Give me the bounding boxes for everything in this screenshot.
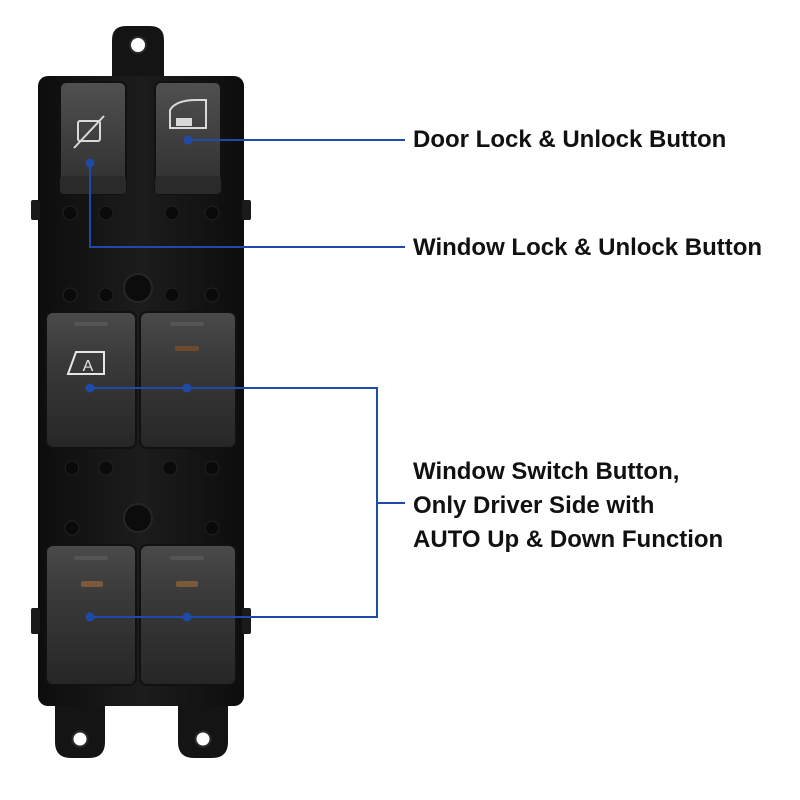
window-switch-front-left[interactable]: A (45, 311, 137, 449)
window-lock-icon (73, 115, 105, 149)
housing-boss-upper (123, 273, 153, 303)
window-lock-button[interactable] (59, 81, 127, 195)
side-clip-right-top (242, 200, 251, 220)
side-clip-left-bottom (31, 608, 40, 634)
door-lock-icon (169, 99, 207, 129)
door-lock-label: Door Lock & Unlock Button (413, 126, 727, 153)
window-switch-label-line-1: Window Switch Button, (413, 458, 680, 485)
housing-boss-lower (123, 503, 153, 533)
auto-window-icon: A (66, 351, 105, 375)
auto-window-letter: A (83, 358, 94, 375)
window-switch-indicator (176, 581, 198, 587)
callout-lines (89, 139, 405, 618)
callout-dots (85, 135, 193, 622)
window-lock-label: Window Lock & Unlock Button (413, 234, 763, 261)
housing-holes (62, 205, 220, 536)
window-switch-label-line-3: AUTO Up & Down Function (413, 526, 724, 553)
window-switch-front-right[interactable] (139, 311, 237, 449)
top-mounting-tab (112, 26, 164, 78)
side-clip-left-top (31, 200, 40, 220)
window-switch-indicator (175, 346, 199, 351)
bottom-mounting-tabs (55, 700, 228, 758)
window-switch-label-line-2: Only Driver Side with (413, 492, 655, 519)
window-switch-indicator (81, 581, 103, 587)
side-clip-right-bottom (242, 608, 251, 634)
window-switch-label: Window Switch Button, Only Driver Side w… (413, 455, 723, 557)
callout-window-lock (89, 163, 405, 248)
